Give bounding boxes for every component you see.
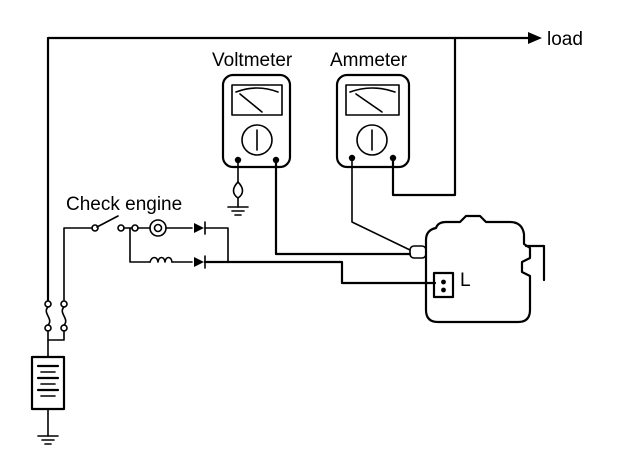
lamp-icon bbox=[149, 219, 167, 237]
alternator bbox=[409, 214, 546, 324]
ammeter-to-alternator-wire bbox=[351, 160, 411, 251]
voltmeter-knob-icon bbox=[241, 124, 273, 156]
voltmeter-ground bbox=[227, 162, 249, 216]
coil-icon bbox=[149, 256, 173, 263]
voltmeter-needle-icon bbox=[239, 93, 263, 113]
ammeter-to-load-wire bbox=[391, 36, 457, 197]
ground-icon-battery bbox=[37, 435, 59, 445]
battery-icon bbox=[30, 355, 66, 445]
ignition-switch-icon bbox=[96, 215, 119, 228]
diode-icon bbox=[194, 221, 206, 235]
check-engine-label: Check engine bbox=[66, 194, 182, 215]
terminal-l-label: L bbox=[460, 270, 471, 291]
ammeter-knob-icon bbox=[356, 124, 388, 156]
voltmeter-label: Voltmeter bbox=[212, 50, 293, 71]
voltmeter bbox=[221, 73, 292, 169]
ground-icon bbox=[227, 206, 249, 216]
ammeter-terminal-neg bbox=[348, 154, 356, 162]
b-terminal bbox=[409, 245, 427, 259]
ammeter-terminal-pos bbox=[389, 154, 397, 162]
diode-icon-2 bbox=[194, 255, 206, 269]
fuse-icon bbox=[44, 300, 68, 357]
voltmeter-terminal-pos bbox=[272, 156, 280, 164]
load-label: load bbox=[547, 29, 583, 50]
ammeter-needle-icon bbox=[355, 93, 383, 113]
switch-contact-icon bbox=[91, 224, 99, 232]
check-engine-circuit bbox=[63, 215, 437, 301]
ammeter bbox=[335, 73, 411, 169]
main-supply-wire bbox=[46, 32, 542, 302]
voltmeter-terminal-neg bbox=[234, 156, 242, 164]
voltmeter-to-alternator-wire bbox=[274, 161, 412, 256]
l-connector bbox=[432, 271, 455, 299]
load-arrow-icon bbox=[528, 32, 542, 44]
ammeter-label: Ammeter bbox=[330, 50, 408, 71]
